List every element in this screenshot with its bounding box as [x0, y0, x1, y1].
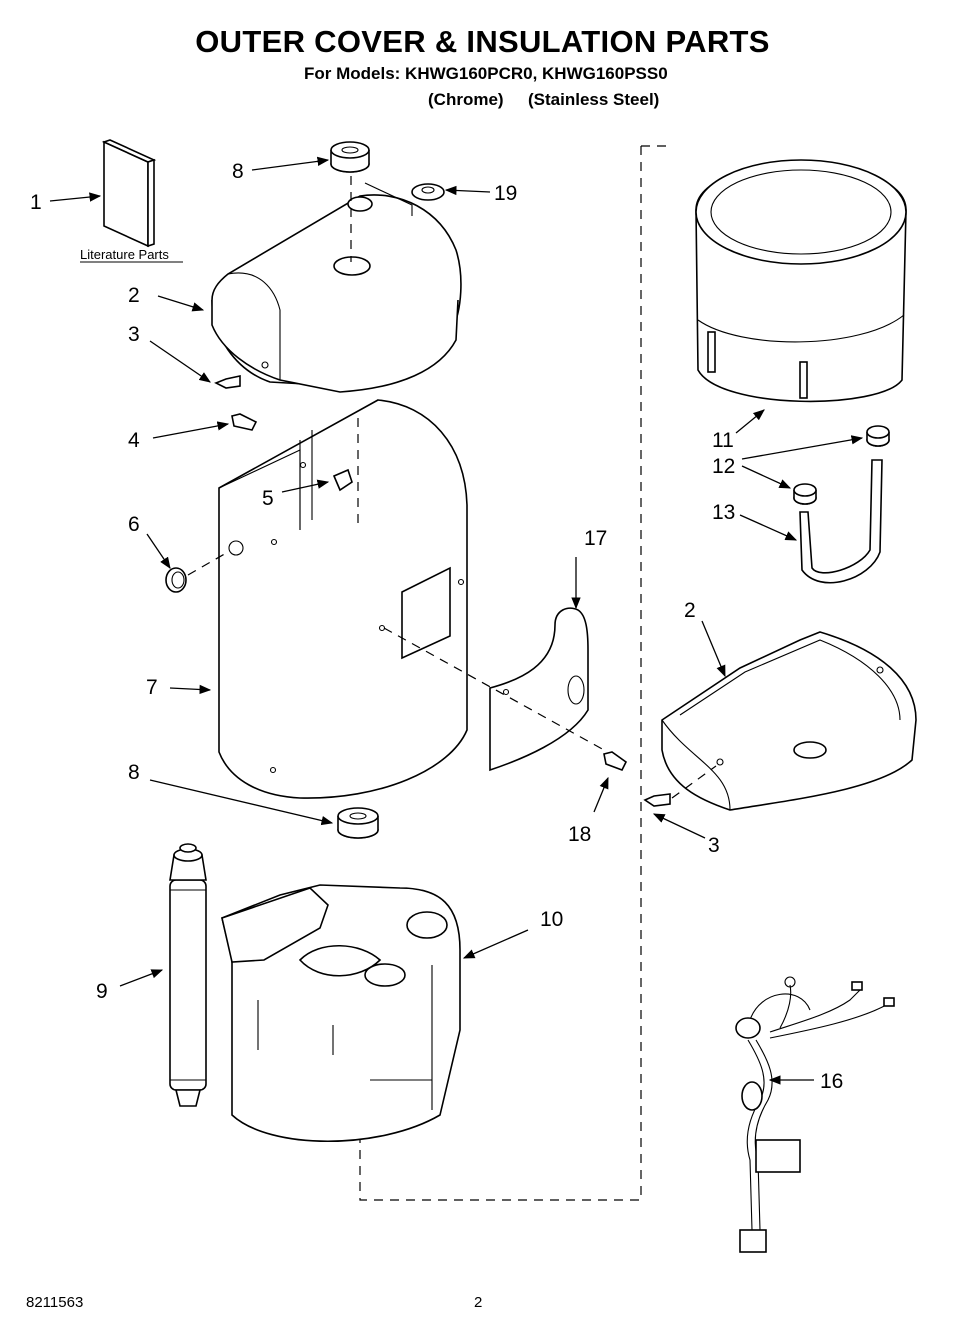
u-tube — [799, 459, 883, 584]
callout-3-right: 3 — [708, 834, 720, 857]
cap-lower — [793, 483, 817, 505]
callout-8-top: 8 — [232, 160, 244, 183]
callout-8-bottom: 8 — [128, 761, 140, 784]
screw-right — [643, 793, 671, 807]
callout-11: 11 — [712, 429, 734, 452]
plug-bottom — [337, 807, 379, 839]
callout-17: 17 — [584, 527, 607, 550]
callout-7: 7 — [146, 676, 158, 699]
callout-13: 13 — [712, 501, 735, 524]
screw-shield — [603, 751, 628, 772]
cap-upper — [866, 425, 890, 447]
plug-top — [330, 141, 370, 173]
anode-rod — [169, 843, 207, 1107]
outer-shell — [218, 399, 468, 799]
shield-bracket — [489, 607, 589, 772]
callout-19: 19 — [494, 182, 517, 205]
callout-3-left: 3 — [128, 323, 140, 346]
variant-chrome-label: (Chrome) — [428, 90, 504, 109]
page-number: 2 — [474, 1294, 483, 1311]
screw-upper — [231, 413, 258, 431]
insulation-base — [221, 884, 461, 1143]
side-plug — [165, 567, 187, 593]
wire-harness — [735, 976, 895, 1253]
screw-left — [214, 375, 241, 389]
callout-2-cover: 2 — [128, 284, 140, 307]
callout-4: 4 — [128, 429, 140, 452]
page-title: OUTER COVER & INSULATION PARTS — [195, 24, 770, 59]
literature-book — [101, 139, 157, 248]
models-subtitle: For Models: KHWG160PCR0, KHWG160PSS0 — [304, 64, 668, 83]
grommet — [411, 183, 445, 201]
callout-9: 9 — [96, 980, 108, 1003]
variant-stainless-label: (Stainless Steel) — [528, 90, 660, 109]
top-cover — [211, 194, 462, 393]
callout-1: 1 — [30, 191, 42, 214]
clip — [332, 468, 353, 492]
literature-parts-label: Literature Parts — [80, 247, 169, 262]
callout-12: 12 — [712, 455, 735, 478]
callout-6: 6 — [128, 513, 140, 536]
callout-18: 18 — [568, 823, 591, 846]
document-number: 8211563 — [26, 1294, 84, 1311]
callout-16: 16 — [820, 1070, 843, 1093]
callout-10: 10 — [540, 908, 563, 931]
callout-2-pan: 2 — [684, 599, 696, 622]
stainless-variant-boundary — [359, 146, 642, 1201]
insulation-top — [695, 159, 907, 403]
callout-5: 5 — [262, 487, 274, 510]
bottom-pan — [661, 631, 917, 811]
